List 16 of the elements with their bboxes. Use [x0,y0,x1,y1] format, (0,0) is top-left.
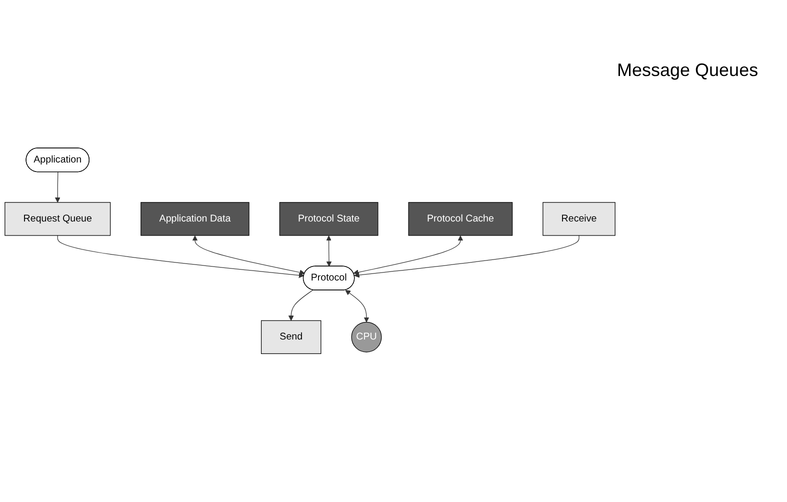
arrow [345,290,370,323]
node-box: Receive [542,202,616,236]
node-box: Application Data [140,202,250,236]
node-box: Send [260,320,322,354]
node-box: Protocol Cache [408,202,513,236]
arrow [54,172,60,203]
arrow [326,236,332,267]
node-box: Request Queue [4,202,111,236]
group-label: Message Queues [617,60,760,81]
arrow [288,290,314,322]
arrow [192,236,305,276]
arrow [57,235,304,278]
node-circle: CPU [351,322,382,353]
node-box: Protocol State [279,202,378,236]
arrow [354,235,580,278]
arrow [353,236,464,276]
